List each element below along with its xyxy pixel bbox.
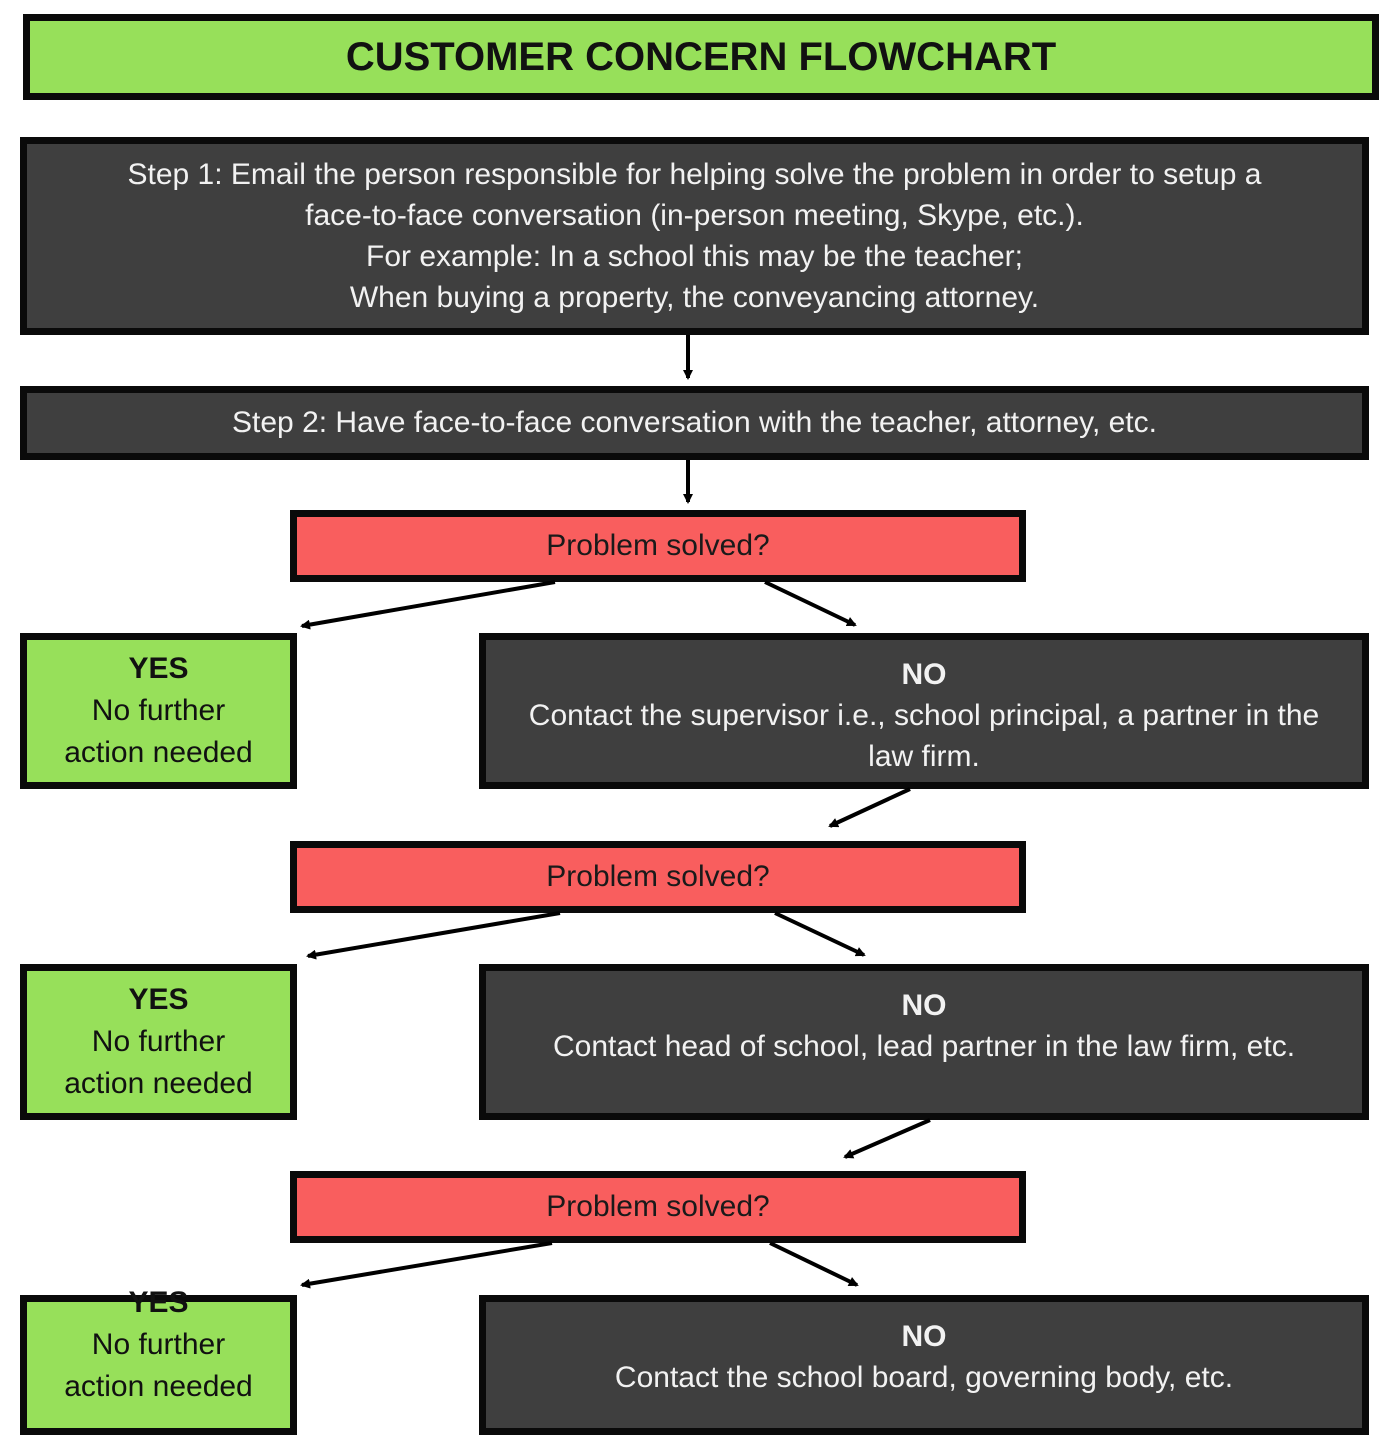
arrow-no-2-to-decision-3 — [843, 1118, 931, 1159]
decision-box-2: Problem solved? — [290, 841, 1026, 913]
no-box-2: NO Contact head of school, lead partner … — [479, 964, 1369, 1120]
no-text: Contact the school board, governing body… — [614, 1361, 1234, 1394]
arrow-decision-1-yes — [300, 580, 556, 630]
yes-box-1: YES No further action needed — [20, 633, 297, 789]
arrow-decision-3-no — [769, 1241, 859, 1287]
decision-text: Problem solved? — [546, 1190, 770, 1223]
flowchart-title: CUSTOMER CONCERN FLOWCHART — [23, 14, 1379, 100]
yes-line: No further — [91, 1025, 226, 1058]
yes-line: No further — [91, 694, 226, 727]
yes-line: action needed — [64, 1370, 253, 1403]
no-heading: NO — [901, 1320, 947, 1353]
arrow-decision-1-no — [764, 580, 857, 627]
yes-box-2: YES No further action needed — [20, 964, 297, 1120]
no-text: Contact the supervisor i.e., school prin… — [528, 699, 1320, 773]
arrow-decision-2-no — [774, 911, 866, 957]
no-box-3: NO Contact the school board, governing b… — [479, 1295, 1369, 1435]
no-heading: NO — [901, 658, 947, 691]
arrow-decision-2-yes — [306, 911, 561, 960]
yes-heading: YES — [128, 983, 189, 1016]
arrow-no-1-to-decision-2 — [828, 787, 911, 828]
step-1-line: For example: In a school this may be the… — [366, 240, 1023, 273]
step-2-box: Step 2: Have face-to-face conversation w… — [20, 386, 1369, 460]
arrow-decision-3-yes — [300, 1241, 553, 1289]
decision-text: Problem solved? — [546, 529, 770, 562]
step-1-box: Step 1: Email the person responsible for… — [20, 137, 1369, 335]
no-text: Contact head of school, lead partner in … — [552, 1030, 1296, 1063]
yes-heading: YES — [128, 652, 189, 685]
yes-line: No further — [91, 1328, 226, 1361]
yes-box-3: YES No further action needed — [20, 1286, 297, 1435]
title-text: CUSTOMER CONCERN FLOWCHART — [345, 34, 1057, 79]
step-1-line: Step 1: Email the person responsible for… — [127, 158, 1262, 191]
decision-box-1: Problem solved? — [290, 510, 1026, 582]
yes-line: action needed — [64, 736, 253, 769]
decision-text: Problem solved? — [546, 860, 770, 893]
step-1-line: face-to-face conversation (in-person mee… — [305, 199, 1084, 232]
no-heading: NO — [901, 989, 947, 1022]
step-1-line: When buying a property, the conveyancing… — [349, 281, 1040, 314]
no-box-1: NO Contact the supervisor i.e., school p… — [479, 633, 1369, 789]
step-2-text: Step 2: Have face-to-face conversation w… — [232, 406, 1157, 439]
yes-heading: YES — [128, 1286, 189, 1319]
yes-line: action needed — [64, 1067, 253, 1100]
decision-box-3: Problem solved? — [290, 1171, 1026, 1243]
